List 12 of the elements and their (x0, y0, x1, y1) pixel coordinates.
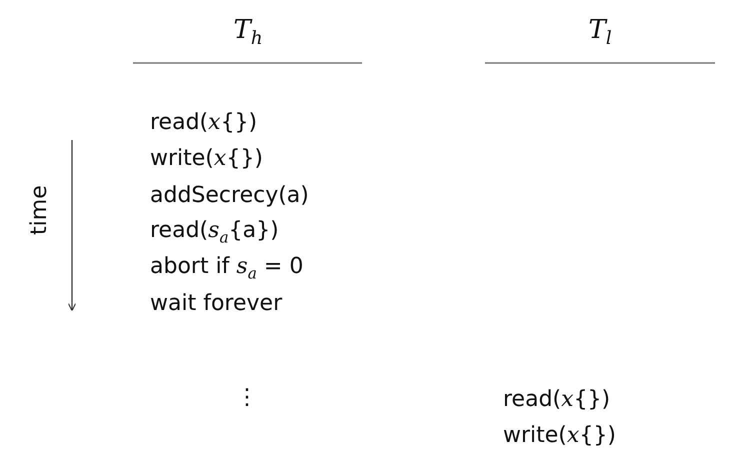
column-heading: T$_{l}$ (588, 16, 612, 49)
text-line: read(x{}) (503, 388, 610, 412)
text-line: wait forever (150, 292, 282, 316)
text-line: abort if s$_{a}$ = 0 (150, 254, 304, 282)
text-line: write(x{}) (150, 147, 263, 172)
column-heading: T$_{h}$ (234, 16, 263, 49)
text-line: write(x{}) (503, 424, 616, 448)
text-line: read(s$_{a}${a}) (150, 218, 279, 246)
text-line: addSecrecy(a) (150, 184, 309, 208)
text-line: ⋮ (236, 386, 258, 410)
text-line: time (28, 185, 52, 235)
text-line: read(x{}) (150, 111, 258, 136)
